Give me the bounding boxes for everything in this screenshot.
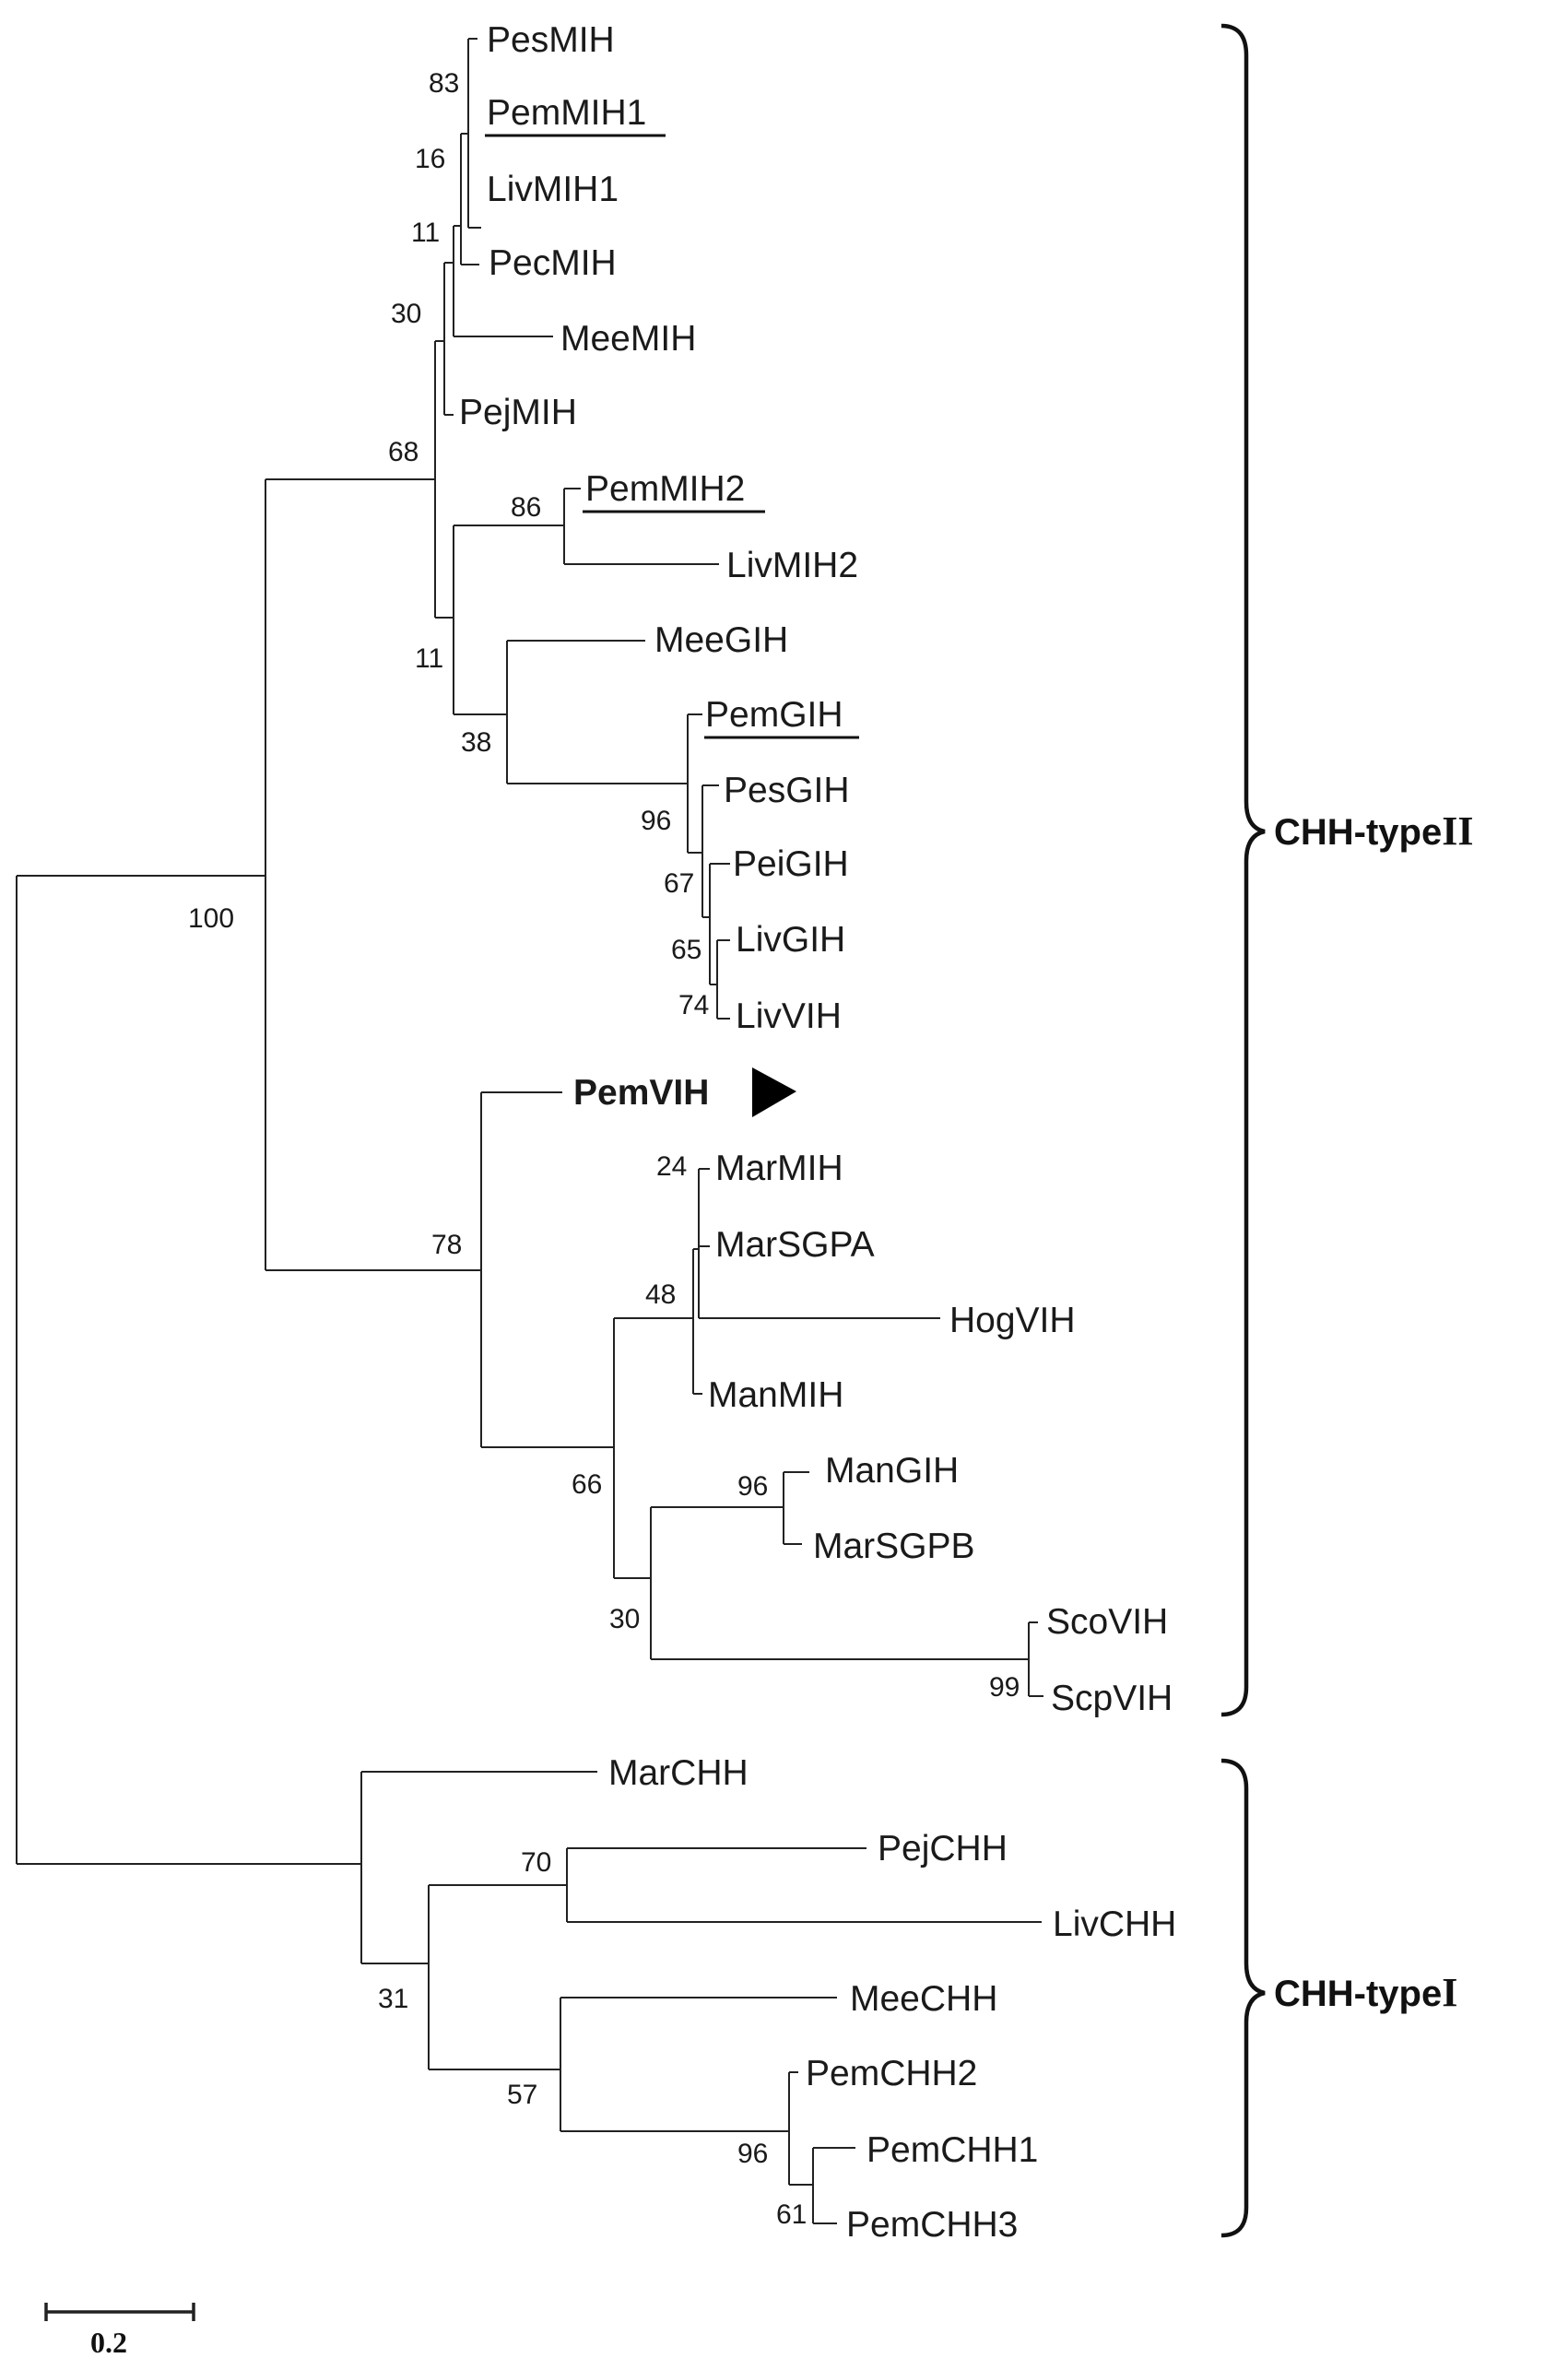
leaf-label: MarSGPA	[715, 1225, 875, 1265]
bootstrap-value: 100	[188, 903, 234, 934]
tree-branches	[16, 38, 1043, 2224]
leaf-label: PejCHH	[878, 1829, 1008, 1869]
bootstrap-value: 11	[415, 643, 443, 674]
bootstrap-value: 24	[656, 1151, 687, 1182]
clade-label-chh-type-ii: CHH-typeII	[1274, 808, 1473, 854]
bootstrap-value: 68	[388, 437, 419, 467]
leaf-label: PemGIH	[705, 695, 843, 735]
bootstrap-value: 61	[776, 2199, 807, 2230]
leaf-label: MeeMIH	[560, 319, 696, 359]
bootstrap-value: 78	[431, 1230, 462, 1260]
leaf-label: PecMIH	[489, 243, 617, 283]
brace-chh-type-ii	[1220, 23, 1266, 1717]
brace-chh-type-i	[1220, 1758, 1266, 2238]
leaf-label: ManMIH	[708, 1375, 843, 1415]
bootstrap-value: 74	[678, 990, 709, 1020]
bootstrap-values: 83 16 11 30 68 86 11 38 96 67 65 74 100 …	[188, 68, 1020, 2230]
highlight-arrow-icon	[752, 1067, 796, 1117]
leaf-label: PemMIH2	[585, 469, 745, 509]
bootstrap-value: 99	[989, 1672, 1020, 1703]
bootstrap-value: 38	[461, 727, 491, 758]
bootstrap-value: 57	[507, 2080, 537, 2110]
bootstrap-value: 30	[609, 1604, 640, 1634]
bootstrap-value: 86	[511, 492, 541, 523]
bootstrap-value: 48	[645, 1279, 676, 1310]
leaf-label: HogVIH	[949, 1301, 1076, 1340]
leaf-label: ScoVIH	[1046, 1602, 1168, 1642]
bootstrap-value: 83	[429, 68, 459, 99]
leaf-label: LivMIH1	[487, 170, 619, 209]
leaf-label: PemCHH1	[867, 2130, 1038, 2170]
leaf-label: PemMIH1	[487, 93, 646, 133]
leaf-label-highlighted: PemVIH	[573, 1073, 709, 1113]
leaf-label: LivMIH2	[726, 546, 858, 585]
leaf-label: LivVIH	[736, 996, 842, 1036]
leaf-label: ManGIH	[825, 1451, 959, 1491]
clade-braces	[1220, 23, 1266, 2238]
bootstrap-value: 31	[378, 1984, 408, 2014]
bootstrap-value: 66	[572, 1469, 602, 1500]
leaf-label: MarCHH	[608, 1753, 749, 1793]
bootstrap-value: 16	[415, 144, 445, 174]
bootstrap-value: 70	[521, 1847, 551, 1878]
leaf-label: MarMIH	[715, 1149, 843, 1188]
leaf-label: LivGIH	[736, 920, 845, 960]
leaf-label: LivCHH	[1053, 1904, 1176, 1944]
leaf-label: PemCHH3	[846, 2205, 1018, 2245]
bootstrap-value: 65	[671, 935, 701, 965]
leaf-underlines	[485, 134, 859, 739]
leaf-labels: PesMIH PemMIH1 LivMIH1 PecMIH MeeMIH Pej…	[459, 20, 1176, 2245]
leaf-label: ScpVIH	[1051, 1679, 1173, 1718]
leaf-label: MeeGIH	[654, 620, 788, 660]
leaf-label: PeiGIH	[733, 844, 849, 884]
clade-label-chh-type-i: CHH-typeI	[1274, 1970, 1457, 2015]
leaf-label: MarSGPB	[813, 1527, 975, 1566]
bootstrap-value: 96	[641, 806, 671, 836]
bootstrap-value: 96	[737, 1471, 768, 1502]
bootstrap-value: 30	[391, 299, 421, 329]
leaf-label: PemCHH2	[806, 2054, 977, 2093]
bootstrap-value: 96	[737, 2139, 768, 2169]
leaf-label: PejMIH	[459, 393, 577, 432]
bootstrap-value: 11	[411, 218, 440, 248]
bootstrap-value: 67	[664, 868, 694, 899]
leaf-label: PesMIH	[487, 20, 615, 60]
leaf-label: PesGIH	[724, 771, 850, 810]
scale-bar-label: 0.2	[90, 2326, 127, 2358]
scale-bar: 0.2	[44, 2303, 195, 2358]
leaf-label: MeeCHH	[850, 1979, 997, 2019]
